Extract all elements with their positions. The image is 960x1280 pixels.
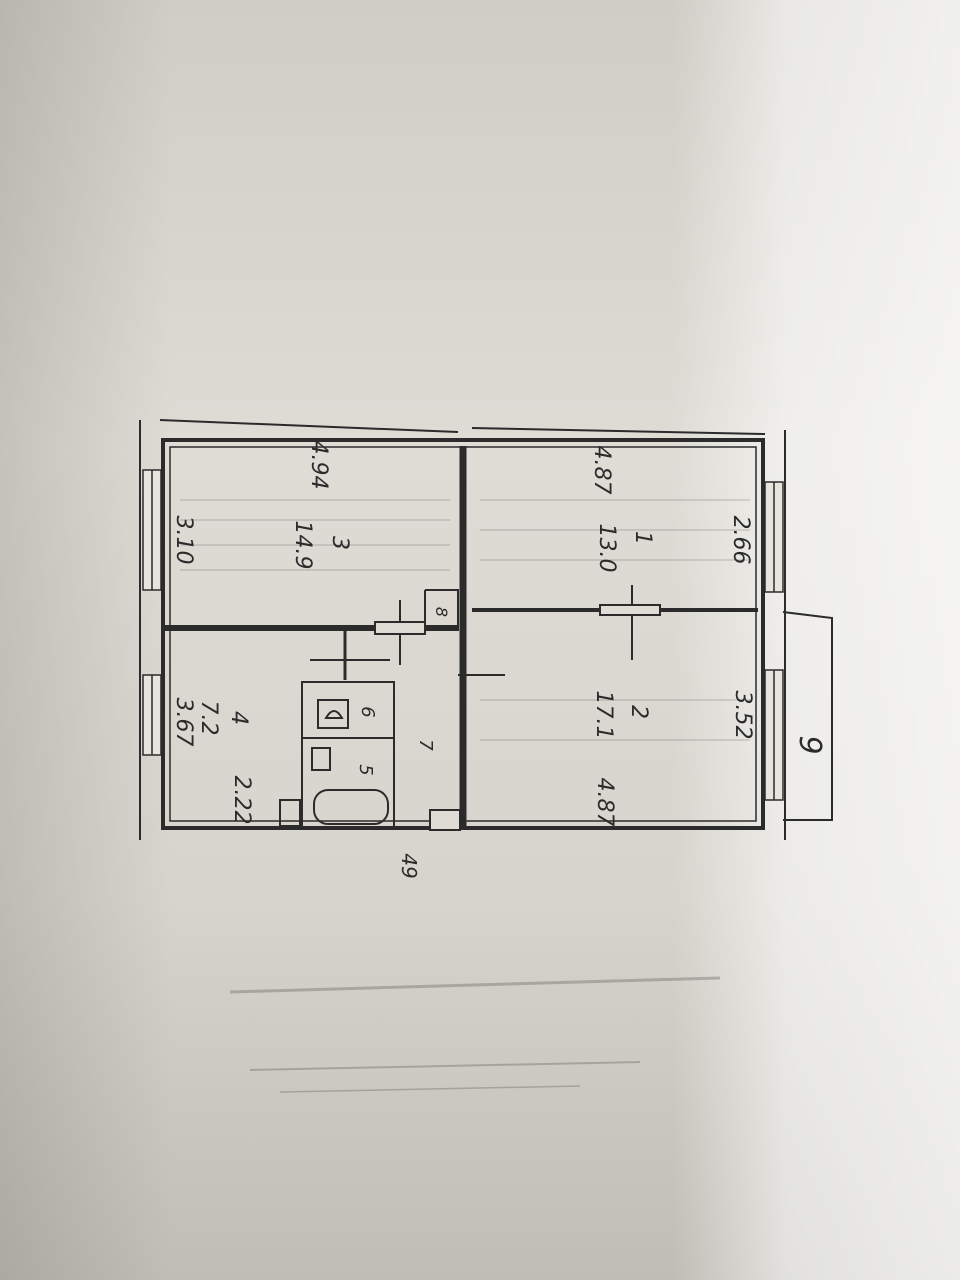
room2-width-label: 3.52 [730,691,755,740]
corridor-bottom-label: 49 [397,853,421,878]
balcony [782,611,833,821]
sheet-number-label: 9 [792,735,827,754]
room6-number-label: 6 [357,706,378,717]
scan-streaks [229,976,721,1093]
room1-width-label: 2.66 [728,516,753,565]
room4-area-label: 7.2 [196,701,221,736]
room5-number-label: 5 [355,764,376,775]
room1-length-label: 4.87 [589,446,614,495]
room2-area-label: 17.1 [591,691,616,740]
room1-area-label: 13.0 [594,524,619,573]
room3-area-label: 14.9 [290,521,315,570]
room1-number-label: 1 [630,531,655,545]
closet-block [424,589,459,631]
room2-number-label: 2 [626,705,651,719]
room4-width-label: 3.67 [171,698,196,747]
room4-number-label: 4 [226,711,251,725]
room4-bottom-label: 2.22 [229,776,254,825]
room2-length-label: 4.87 [592,778,617,827]
top-dimension-lines [139,419,786,840]
windows [142,469,784,801]
room3-number-label: 3 [327,536,352,550]
interior-walls [165,446,758,828]
bathroom-block [279,681,395,828]
room3-width-label: 3.10 [171,516,196,565]
room3-length-label: 4.94 [306,441,331,490]
room7-number-label: 7 [415,739,436,751]
pencil-hatching [180,499,750,741]
room8-number-label: 8 [432,607,451,617]
